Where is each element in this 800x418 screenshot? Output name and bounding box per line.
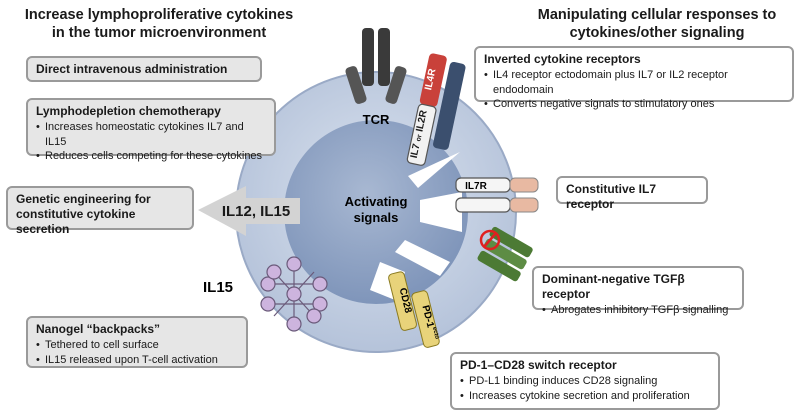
center-label-line1: Activating — [345, 194, 408, 209]
signal-arrow-right — [420, 192, 462, 232]
left-heading: Increase lymphoproliferative cytokines i… — [24, 7, 294, 41]
pd1-sub-label: ecto — [431, 326, 440, 340]
pd1-label: PD-1 — [419, 304, 435, 329]
lymphodepletion-box: Lymphodepletion chemotherapy Increases h… — [26, 98, 276, 163]
signal-arrow-top — [408, 152, 460, 188]
secretion-arrow — [198, 186, 300, 236]
il7r-receptor — [455, 177, 539, 213]
pd1-cd28-box: PD-1–CD28 switch receptor PD-L1 binding … — [450, 352, 720, 410]
il7r-label: IL7R — [465, 181, 487, 192]
tgfb-box: Dominant-negative TGFβ receptor Abrogate… — [532, 266, 744, 317]
il7-il2r-label: IL7 or IL2R — [409, 109, 430, 160]
inverted-receptor: IL4R IL7 or IL2R — [406, 53, 466, 166]
iv-administration-box: Direct intravenous administration — [26, 56, 262, 82]
nanogel-backpack — [260, 256, 328, 332]
genetic-engineering-box: Genetic engineering for constitutive cyt… — [6, 186, 194, 236]
block-icon — [479, 229, 501, 251]
center-label-line2: signals — [354, 210, 399, 225]
nanogel-box: Nanogel “backpacks” Tethered to cell sur… — [26, 316, 248, 368]
tcr-receptor — [345, 28, 407, 104]
tcr-label: TCR — [363, 112, 390, 127]
secreted-cytokines-label: IL12, IL15 — [222, 203, 290, 220]
pd1-cd28-receptor: CD28 PD-1 ecto — [388, 271, 440, 348]
il4r-label: IL4R — [423, 67, 438, 91]
il15-label: IL15 — [203, 279, 233, 296]
right-heading: Manipulating cellular responses to cytok… — [537, 7, 777, 41]
signal-arrow-lower — [395, 240, 450, 276]
inverted-receptors-box: Inverted cytokine receptors IL4 receptor… — [474, 46, 794, 111]
il7r-box: Constitutive IL7 receptor — [556, 176, 708, 211]
